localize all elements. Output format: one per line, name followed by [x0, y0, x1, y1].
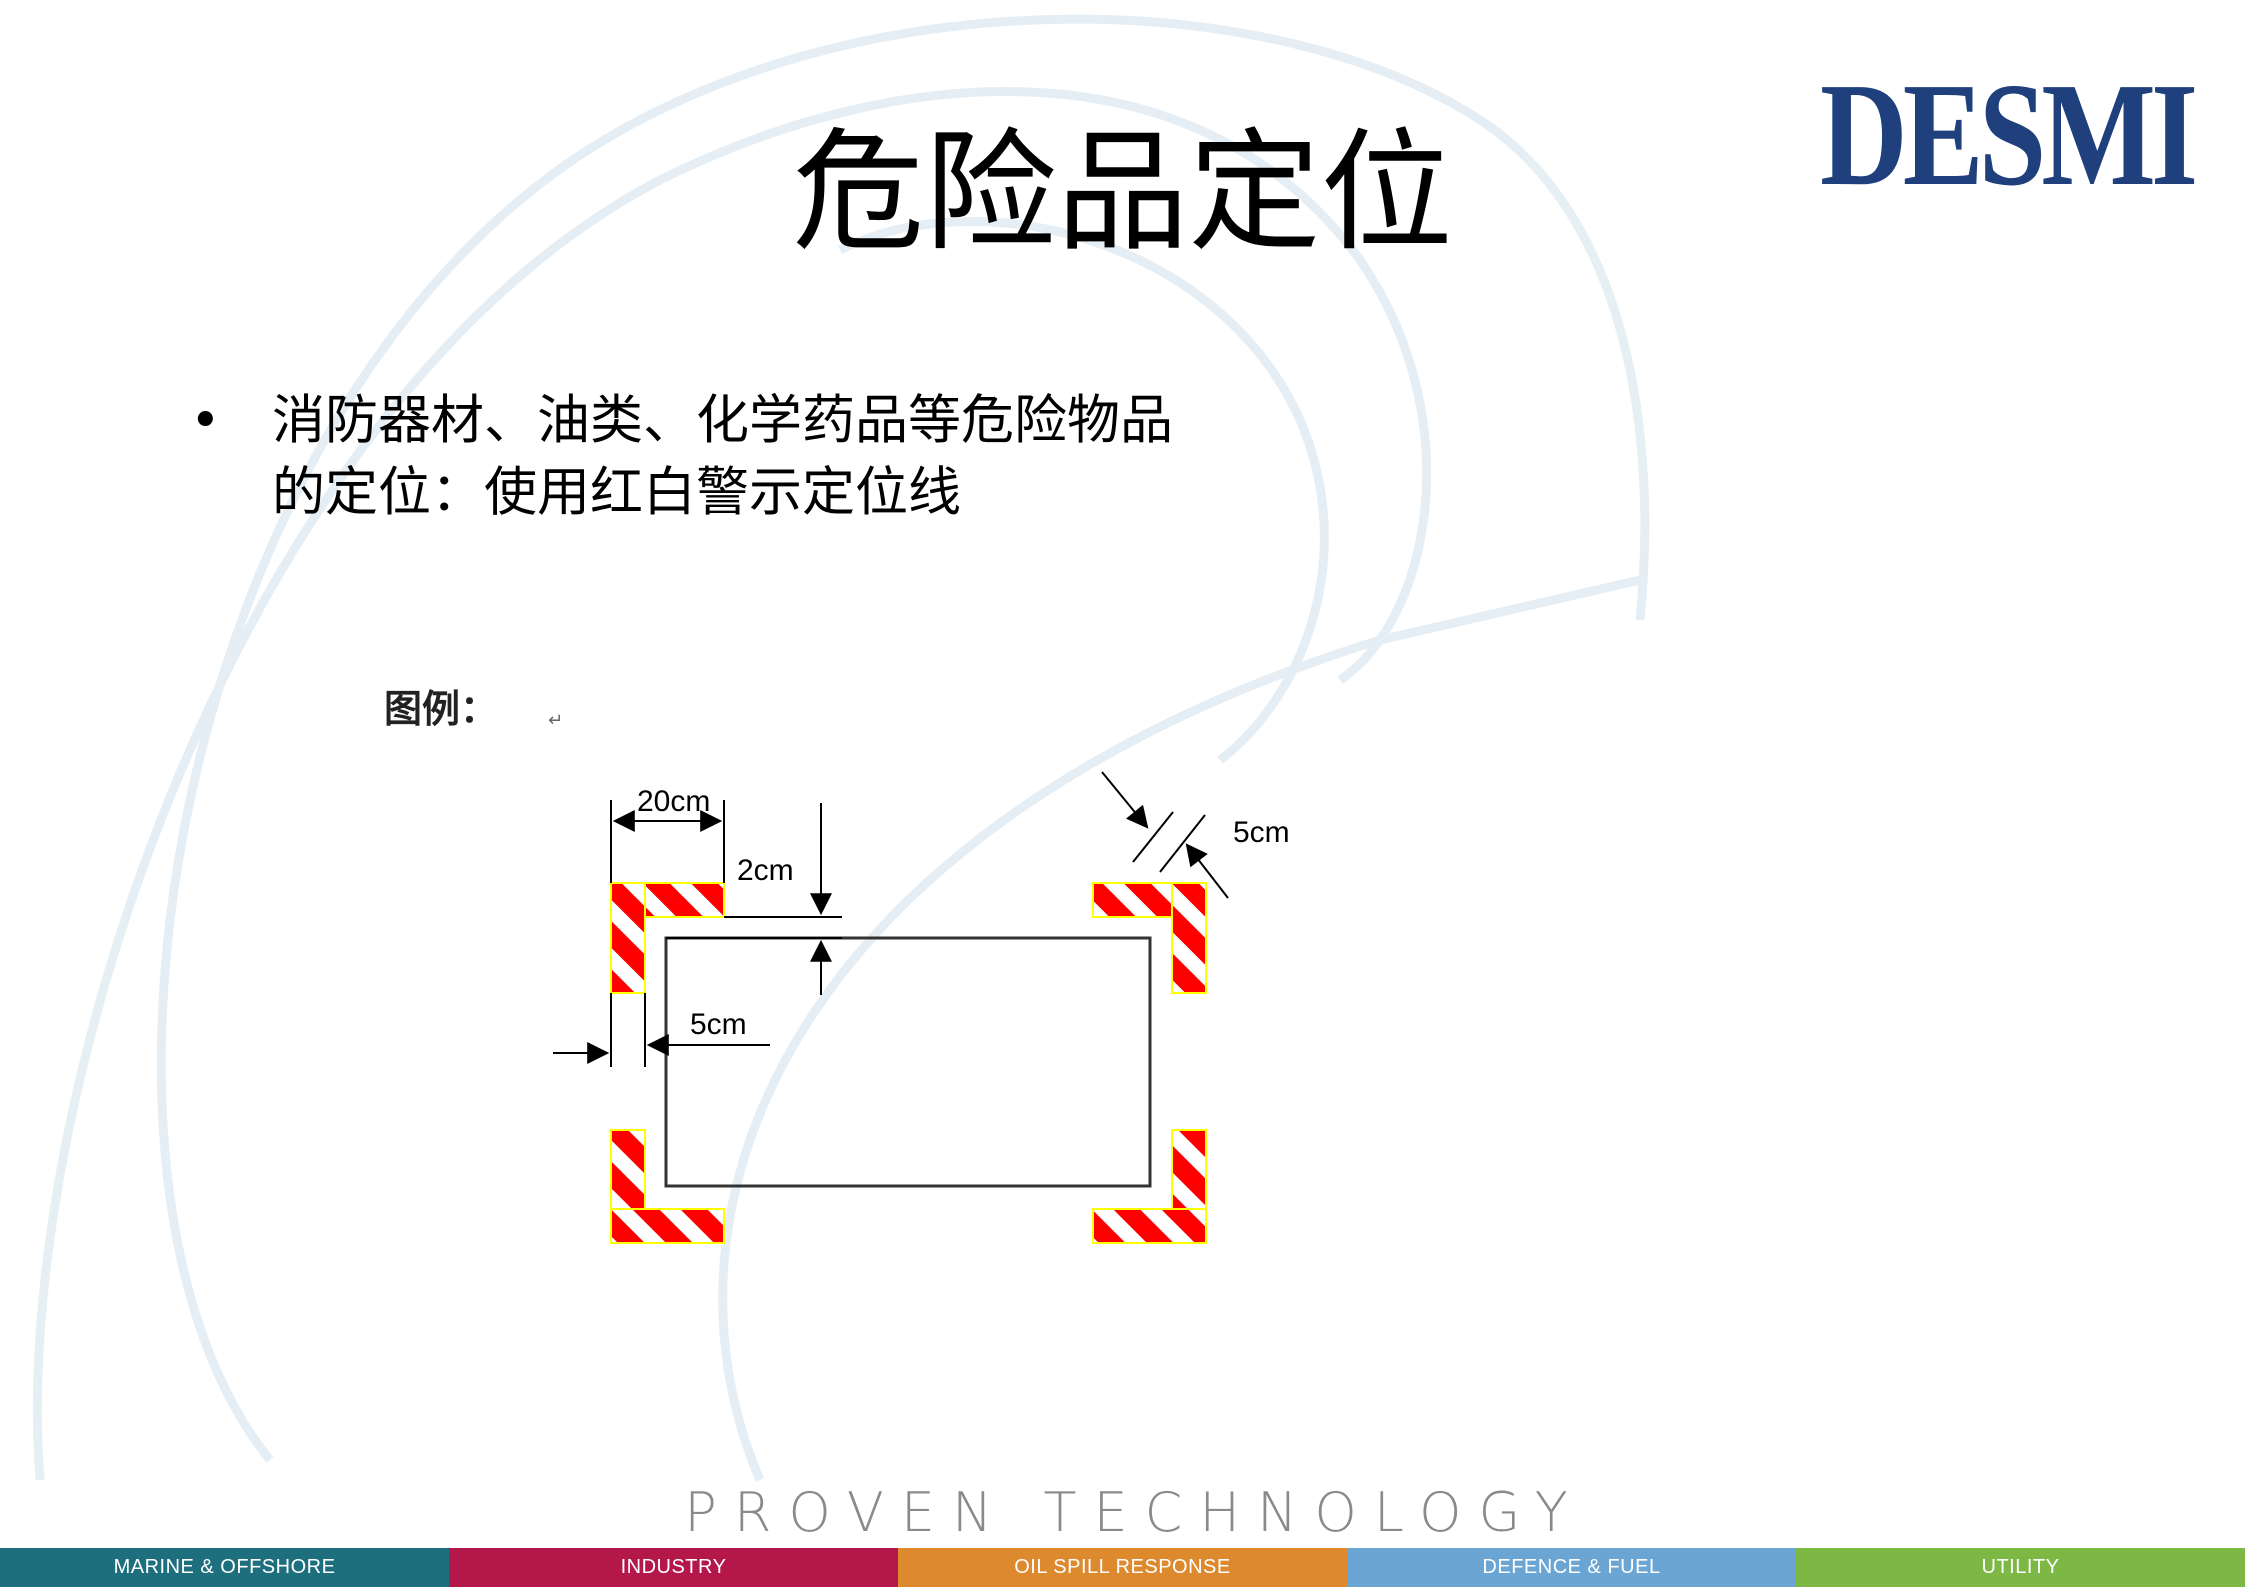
floor-marking-diagram: 图例： ↵ 20cm 2cm: [384, 687, 1290, 1244]
label-corner-length: 20cm: [637, 785, 710, 818]
footer-segment-defence-fuel: DEFENCE & FUEL: [1347, 1548, 1796, 1587]
dimension-line-width: [553, 993, 770, 1067]
legend-label: 图例：: [384, 687, 498, 731]
footer-segment-marine-offshore: MARINE & OFFSHORE: [0, 1548, 449, 1587]
label-line-width: 5cm: [690, 1008, 747, 1041]
tagline: PROVEN TECHNOLOGY: [684, 1481, 1585, 1544]
label-stripe-width-diag: 5cm: [1233, 816, 1290, 849]
corner-marker-bottom-right: [1092, 1129, 1207, 1244]
footer-segment-oil-spill-response: OIL SPILL RESPONSE: [898, 1548, 1347, 1587]
dimension-corner-length: [610, 800, 725, 883]
area-outline: [664, 936, 1152, 1188]
footer-segment-industry: INDUSTRY: [449, 1548, 898, 1587]
label-gap: 2cm: [737, 854, 794, 887]
dimension-gap: [666, 803, 842, 995]
desmi-logo: DESMI: [1820, 53, 2198, 217]
footer-segment-utility: UTILITY: [1796, 1548, 2245, 1587]
corner-marker-bottom-left: [610, 1129, 725, 1244]
corner-marker-top-left: [610, 882, 725, 994]
return-mark-icon: ↵: [548, 710, 563, 731]
dimension-stripe-width-diag: [1101, 771, 1229, 899]
bullet-dot-icon: •: [190, 391, 221, 451]
bullet-text: 消防器材、油类、化学药品等危险物品 的定位：使用红白警示定位线: [272, 390, 1173, 523]
page-title: 危险品定位: [792, 116, 1453, 270]
corner-marker-top-right: [1092, 882, 1207, 994]
